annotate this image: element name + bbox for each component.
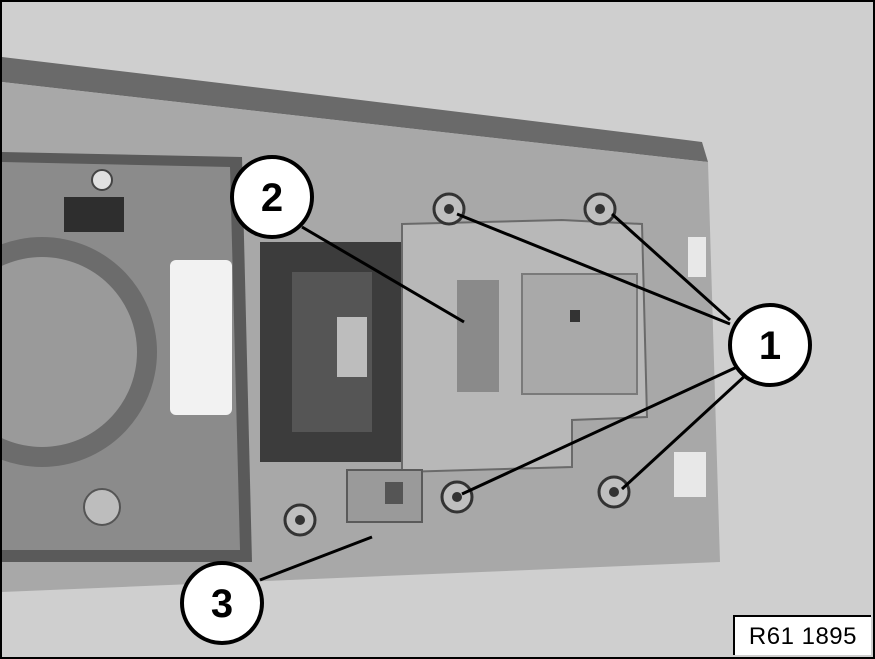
side-slot-lower: [674, 452, 706, 497]
reference-code: R61 1895: [732, 615, 871, 655]
callout-3-label: 3: [211, 582, 233, 626]
vent-slot: [64, 197, 124, 232]
screw-lower-left: [283, 503, 317, 537]
screw-top-left: [91, 169, 113, 191]
screw-1b: [583, 192, 617, 226]
module-sticker: [457, 280, 499, 392]
callout-2: 2: [230, 155, 314, 239]
callout-3: 3: [180, 561, 264, 645]
connector-pins: [337, 317, 367, 377]
retaining-clip-tab: [385, 482, 403, 504]
screw-1a: [432, 192, 466, 226]
bracket-hole: [570, 310, 580, 322]
logo-emblem: [83, 488, 121, 526]
module-bracket: [521, 273, 638, 395]
screw-1d: [597, 475, 631, 509]
trim-edge: [2, 57, 708, 162]
screw-1c: [440, 480, 474, 514]
retaining-clip: [346, 469, 423, 523]
control-knob-face: [2, 257, 137, 447]
leader-lines: [259, 212, 749, 582]
label-plate: [170, 260, 232, 415]
side-slot-upper: [688, 237, 706, 277]
callout-1: 1: [728, 303, 812, 387]
callout-1-label: 1: [759, 324, 781, 368]
callout-2-label: 2: [261, 176, 283, 220]
